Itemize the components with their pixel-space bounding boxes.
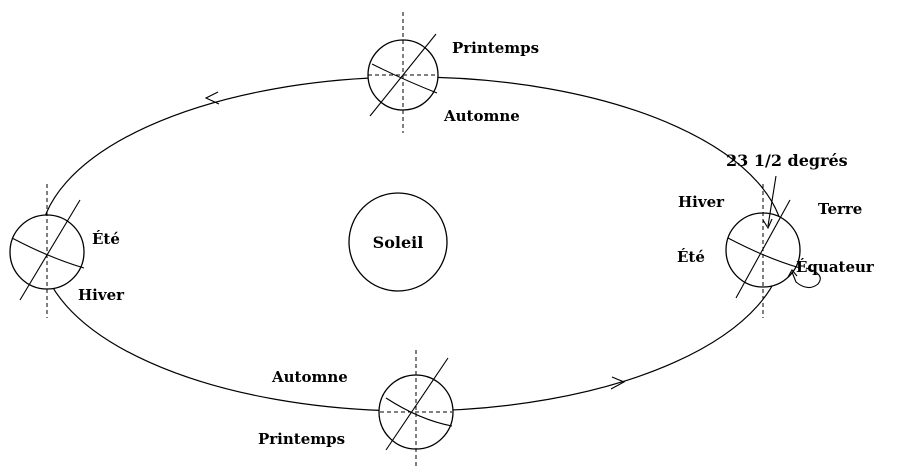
right-label-equateur: Équateur xyxy=(796,258,875,276)
left-label-ete: Été xyxy=(92,230,120,248)
right-label-angle: 23 1/2 degrés xyxy=(726,151,848,170)
right-label-hiver: Hiver xyxy=(678,193,725,211)
bottom-label-printemps: Printemps xyxy=(258,430,345,448)
left-label-hiver: Hiver xyxy=(78,286,125,304)
earth-left xyxy=(10,184,84,318)
earth-bottom xyxy=(379,350,453,468)
top-label-printemps: Printemps xyxy=(452,39,539,57)
bottom-label-automne: Automne xyxy=(271,368,348,386)
earth-right xyxy=(726,176,820,318)
earth-top xyxy=(368,12,438,133)
right-label-ete: Été xyxy=(677,248,705,266)
top-label-automne: Automne xyxy=(443,107,520,125)
right-label-terre: Terre xyxy=(818,200,862,218)
sun-label: Soleil xyxy=(373,233,424,252)
